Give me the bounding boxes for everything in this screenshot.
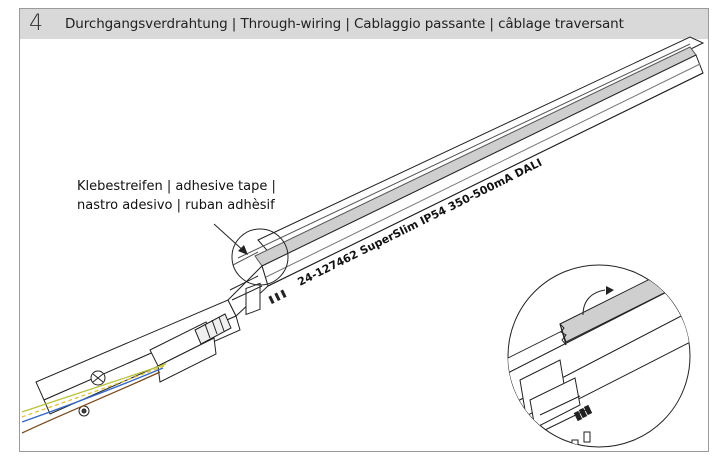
callout-line-2: nastro adesivo | ruban adhèsif [77, 198, 275, 213]
blue-wire [21, 367, 164, 423]
end-section [35, 265, 269, 415]
detail-view: 24-127462 [507, 264, 691, 448]
step-number: 4 [29, 11, 43, 36]
wires [21, 363, 167, 434]
callout-line-1: Klebestreifen | adhesive tape | [77, 179, 276, 194]
adhesive-tape-strip [254, 46, 697, 267]
callout-label: Klebestreifen | adhesive tape | nastro a… [77, 177, 276, 215]
callout-circle [231, 228, 289, 286]
step-header: 4 Durchgangsverdrahtung | Through-wiring… [20, 9, 708, 39]
peel-direction-arrow [582, 289, 606, 316]
step-title: Durchgangsverdrahtung | Through-wiring |… [65, 16, 624, 32]
brown-wire [21, 371, 161, 434]
support-bracket [245, 282, 261, 316]
screws [78, 370, 106, 417]
callout-arrow [213, 223, 248, 255]
regulatory-marks [268, 289, 287, 305]
led-profile [232, 36, 705, 287]
terminal [194, 313, 232, 345]
green-yellow-wire [21, 363, 167, 413]
